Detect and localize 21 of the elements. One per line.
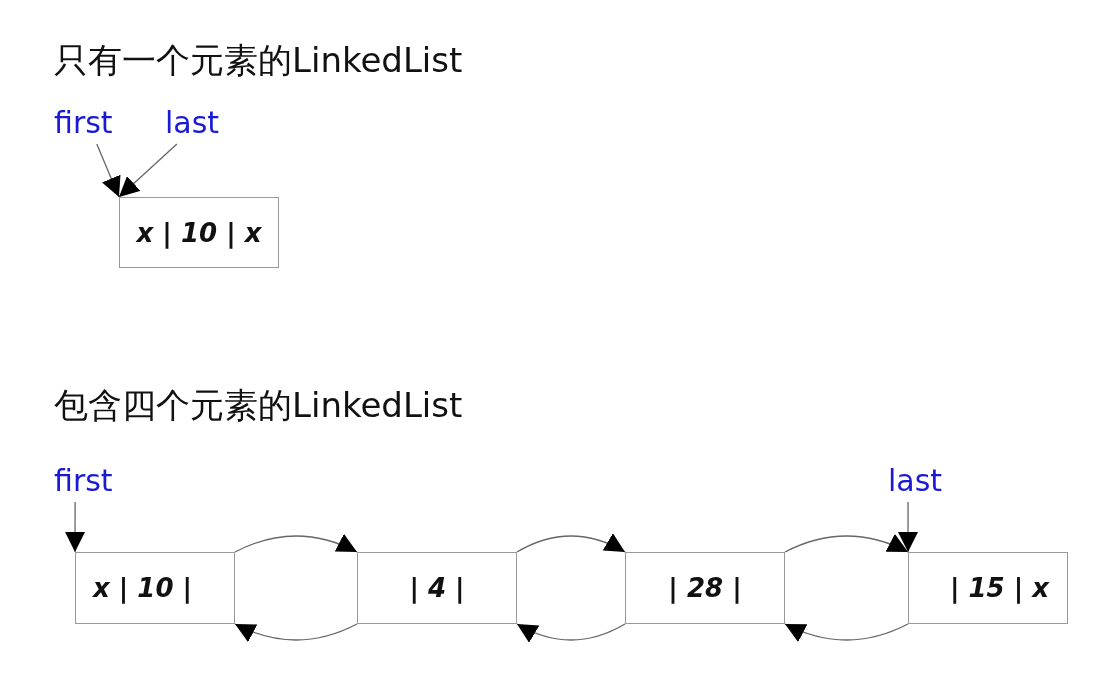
section-heading: 包含四个元素的LinkedList xyxy=(54,385,463,425)
pointer-label: first xyxy=(54,106,113,140)
curved-arrow xyxy=(784,623,909,642)
list-node-box: | 28 | xyxy=(625,552,785,624)
pointer-arrow xyxy=(118,143,178,198)
pointer-arrow xyxy=(898,501,918,553)
pointer-label: last xyxy=(888,464,943,498)
curved-arrow xyxy=(516,623,626,643)
list-node-box: | 15 | x xyxy=(908,552,1068,624)
pointer-label: last xyxy=(165,106,220,140)
pointer-arrow xyxy=(96,143,121,198)
list-node-box: x | 10 | x xyxy=(119,197,279,268)
pointer-label: first xyxy=(54,464,113,498)
list-node-box: | 4 | xyxy=(357,552,517,624)
section-heading: 只有一个元素的LinkedList xyxy=(54,40,463,80)
curved-arrow xyxy=(234,534,358,553)
curved-arrow xyxy=(516,533,626,553)
pointer-arrow xyxy=(65,501,86,553)
curved-arrow xyxy=(784,534,909,553)
curved-arrow xyxy=(234,623,358,642)
list-node-box: x | 10 | xyxy=(75,552,235,624)
